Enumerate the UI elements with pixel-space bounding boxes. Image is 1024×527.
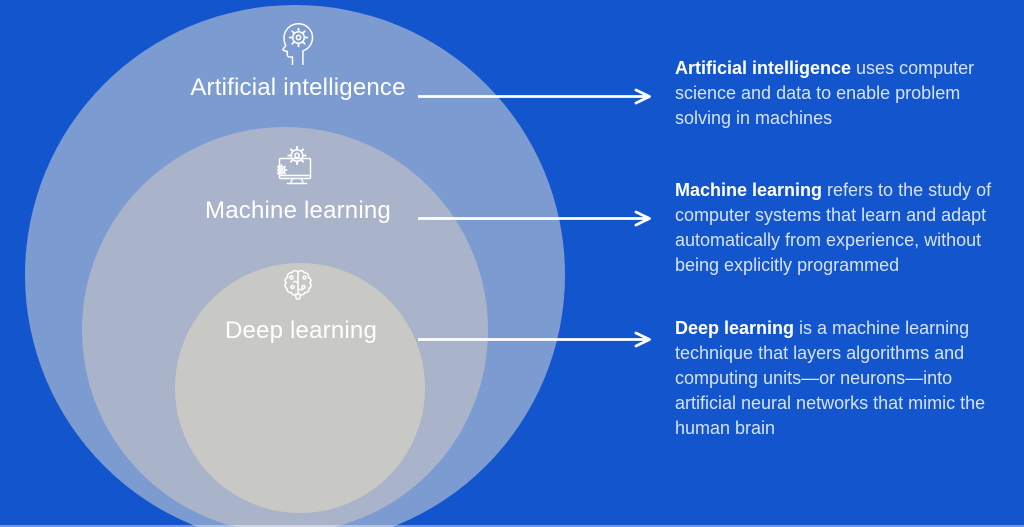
artificial-intelligence-description-text: uses computer science and data to enable… [675, 58, 975, 128]
deep-learning-description-lead: Deep learning [675, 318, 795, 338]
deep-learning-description-text: is a machine learning technique that lay… [675, 318, 986, 438]
deep-learning-description: Deep learning is a machine learning tech… [675, 316, 1005, 441]
dl-arrow-icon [418, 331, 651, 348]
artificial-intelligence-description: Artificial intelligence uses computer sc… [675, 56, 1005, 131]
machine-learning-label: Machine learning [205, 197, 391, 224]
bottom-edge-strip [0, 525, 1024, 527]
artificial-intelligence-description-lead: Artificial intelligence [675, 58, 852, 78]
machine-learning-description-lead: Machine learning [675, 180, 823, 200]
artificial-intelligence-label: Artificial intelligence [190, 74, 406, 101]
ai-arrow-icon [418, 88, 651, 105]
deep-learning-label: Deep learning [224, 317, 378, 344]
machine-learning-description-text: refers to the study of computer systems … [675, 180, 992, 275]
head-gear-icon [282, 23, 314, 65]
ml-arrow-icon [418, 210, 651, 227]
deep-learning-circle [175, 263, 425, 513]
brain-icon [284, 269, 312, 300]
machine-learning-description: Machine learning refers to the study of … [675, 178, 1005, 278]
monitor-gear-icon [277, 146, 312, 185]
